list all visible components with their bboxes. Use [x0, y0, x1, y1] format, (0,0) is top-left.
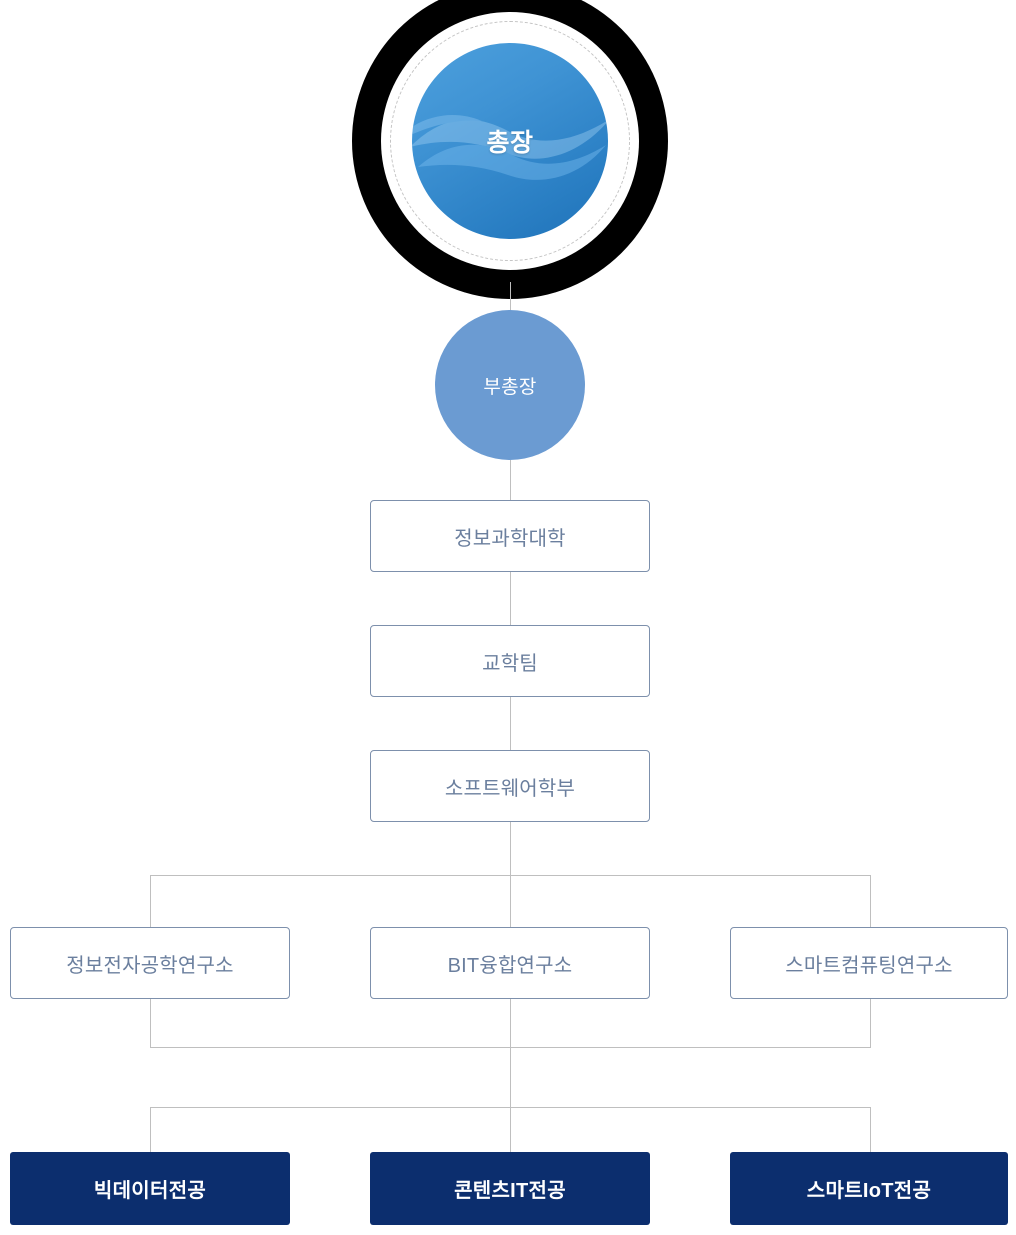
- president-disc: 총장: [412, 43, 608, 239]
- connector-academic-team-to-school: [510, 697, 511, 750]
- node-college[interactable]: 정보과학대학: [370, 500, 650, 572]
- major-label: 빅데이터전공: [93, 1180, 207, 1202]
- connector-institute-right-down: [870, 999, 871, 1047]
- academic-team-label: 교학팀: [482, 652, 538, 675]
- connector-bus-to-institute-right: [870, 875, 871, 927]
- connector-bus-to-major-center: [510, 1107, 511, 1152]
- president-node[interactable]: 총장: [352, 0, 668, 299]
- president-dashed-ring-icon: [390, 21, 630, 261]
- college-label: 정보과학대학: [454, 527, 566, 550]
- node-major-contents-it[interactable]: 콘텐츠IT전공: [370, 1152, 650, 1225]
- connector-bus-to-institute-center: [510, 875, 511, 927]
- node-major-bigdata[interactable]: 빅데이터전공: [10, 1152, 290, 1225]
- connector-institute-left-down: [150, 999, 151, 1047]
- node-institute-info-electronics[interactable]: 정보전자공학연구소: [10, 927, 290, 999]
- connector-bus-to-major-left: [150, 1107, 151, 1152]
- connector-vicepresident-to-college: [510, 460, 511, 500]
- institute-label: BIT융합연구소: [447, 954, 573, 977]
- connector-school-to-institutes-bus: [510, 822, 511, 875]
- connector-president-to-vicepresident: [510, 282, 511, 312]
- node-academic-team[interactable]: 교학팀: [370, 625, 650, 697]
- major-label: 스마트IoT전공: [806, 1180, 932, 1202]
- vice-president-node[interactable]: 부총장: [435, 310, 585, 460]
- major-label: 콘텐츠IT전공: [454, 1180, 566, 1202]
- node-school[interactable]: 소프트웨어학부: [370, 750, 650, 822]
- connector-college-to-academic-team: [510, 572, 511, 625]
- school-label: 소프트웨어학부: [444, 777, 576, 800]
- connector-institute-center-down: [510, 999, 511, 1047]
- node-major-smart-iot[interactable]: 스마트IoT전공: [730, 1152, 1008, 1225]
- connector-bus-to-institute-left: [150, 875, 151, 927]
- president-label: 총장: [486, 129, 534, 157]
- institute-label: 정보전자공학연구소: [66, 954, 234, 977]
- node-institute-bit-convergence[interactable]: BIT융합연구소: [370, 927, 650, 999]
- vice-president-label: 부총장: [483, 376, 537, 398]
- institute-label: 스마트컴퓨팅연구소: [785, 954, 953, 977]
- connector-merge-to-majors-bus: [510, 1047, 511, 1107]
- connector-bus-to-major-right: [870, 1107, 871, 1152]
- node-institute-smart-computing[interactable]: 스마트컴퓨팅연구소: [730, 927, 1008, 999]
